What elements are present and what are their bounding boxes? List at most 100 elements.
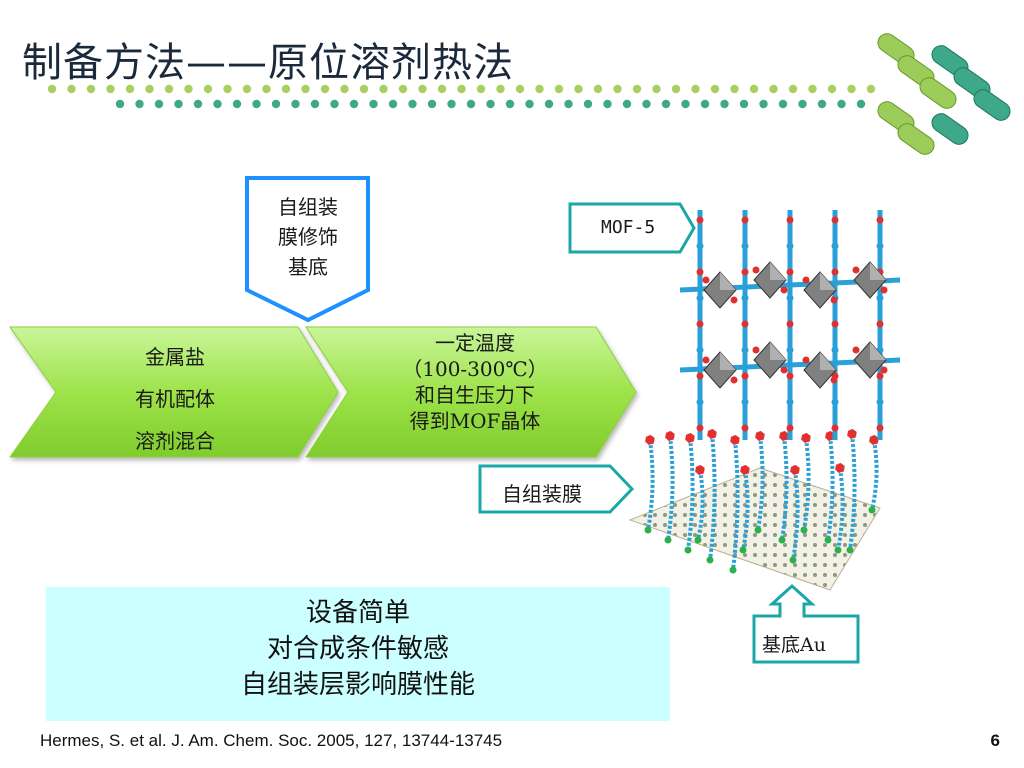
linker-atom: [696, 346, 704, 354]
dot: [554, 84, 564, 94]
anchor-atom: [824, 536, 832, 544]
mof-molecular-illustration: [628, 210, 901, 591]
anchor-atom: [778, 536, 786, 544]
dot: [671, 84, 681, 94]
head-group: [644, 434, 656, 446]
dot: [856, 99, 866, 109]
dot: [817, 99, 827, 109]
dot: [603, 99, 612, 109]
dot: [622, 99, 632, 109]
linker-atom: [786, 216, 794, 224]
sam-chain: [646, 439, 655, 531]
sam-chains: [644, 428, 880, 574]
sam-chain: [791, 469, 800, 561]
linker-atom: [876, 424, 884, 432]
head-group: [800, 432, 812, 444]
dot: [47, 84, 57, 94]
anchor-atom: [800, 526, 808, 534]
dot: [125, 84, 135, 94]
linker-atom: [831, 320, 839, 328]
dot: [496, 84, 505, 94]
dot: [398, 84, 408, 94]
step1-line: 金属盐: [145, 345, 205, 369]
dot: [340, 84, 349, 94]
linker-atom: [696, 320, 704, 328]
sam-chain: [780, 435, 789, 541]
dot: [174, 99, 183, 109]
dot: [203, 84, 213, 94]
dot: [437, 84, 447, 94]
dot: [691, 84, 700, 94]
dot: [866, 84, 876, 94]
dot: [652, 84, 661, 94]
anchor-atom: [739, 546, 747, 554]
anchor-atom: [754, 526, 762, 534]
dot: [369, 99, 378, 109]
dot: [564, 99, 573, 109]
note-line: 设备简单: [305, 598, 410, 628]
substrate-note-line: 膜修饰: [278, 225, 338, 249]
dot: [330, 99, 339, 109]
title-decoration: [47, 33, 1011, 155]
linker-atom: [786, 398, 794, 406]
head-group: [846, 428, 858, 440]
linker-atom: [831, 242, 839, 250]
oxygen-atom: [830, 376, 838, 384]
dot: [427, 99, 437, 109]
head-group: [789, 464, 801, 476]
oxygen-atom: [702, 276, 710, 284]
dot: [661, 99, 671, 109]
linker-atom: [741, 242, 749, 250]
oxygen-atom: [780, 366, 788, 374]
anchor-atom: [694, 536, 702, 544]
notes-box: 设备简单 对合成条件敏感 自组装层影响膜性能: [46, 587, 670, 721]
head-group: [729, 434, 741, 446]
head-group: [684, 432, 696, 444]
dot: [447, 99, 456, 109]
dot: [632, 84, 642, 94]
substrate-note-line: 基底: [288, 255, 328, 279]
oxygen-atom: [780, 286, 788, 294]
dot: [525, 99, 534, 109]
linker-atom: [696, 294, 704, 302]
cluster-face: [820, 352, 836, 370]
anchor-atom: [684, 546, 692, 554]
anchor-atom: [644, 526, 652, 534]
step2-line: 得到MOF晶体: [409, 409, 541, 433]
mof5-callout: [568, 202, 696, 254]
dot: [320, 84, 330, 94]
step1-line: 溶剂混合: [135, 429, 215, 453]
linker-atom: [696, 242, 704, 250]
dot: [574, 84, 583, 94]
sam-chain: [708, 433, 717, 561]
sam-chain: [686, 437, 695, 551]
dot: [291, 99, 300, 109]
cluster-face: [820, 272, 836, 290]
citation: Hermes, S. et al. J. Am. Chem. Soc. 2005…: [40, 731, 503, 750]
head-group: [754, 430, 766, 442]
substrate-note-line: 自组装: [278, 195, 338, 219]
dot: [242, 84, 252, 94]
linker-atom: [696, 372, 704, 380]
oxygen-atom: [802, 356, 810, 364]
dot: [223, 84, 232, 94]
dot: [798, 99, 807, 109]
linker-atom: [831, 398, 839, 406]
step2-text: 一定温度 （100-300℃） 和自生压力下 得到MOF晶体: [360, 330, 590, 434]
linker-atom: [741, 346, 749, 354]
dot: [515, 84, 525, 94]
dot-row-green: [47, 84, 876, 94]
oxygen-atom: [752, 266, 760, 274]
dot: [535, 84, 544, 94]
dot: [808, 84, 817, 94]
sam-callout: [478, 464, 635, 514]
linker-atom: [876, 398, 884, 406]
oxygen-atom: [852, 266, 860, 274]
step1-chevron: [9, 326, 339, 458]
dot: [232, 99, 242, 109]
linker-atom: [741, 294, 749, 302]
oxygen-atom: [830, 296, 838, 304]
step2-line: 和自生压力下: [415, 383, 535, 407]
dot: [310, 99, 320, 109]
sam-chain: [848, 433, 857, 551]
